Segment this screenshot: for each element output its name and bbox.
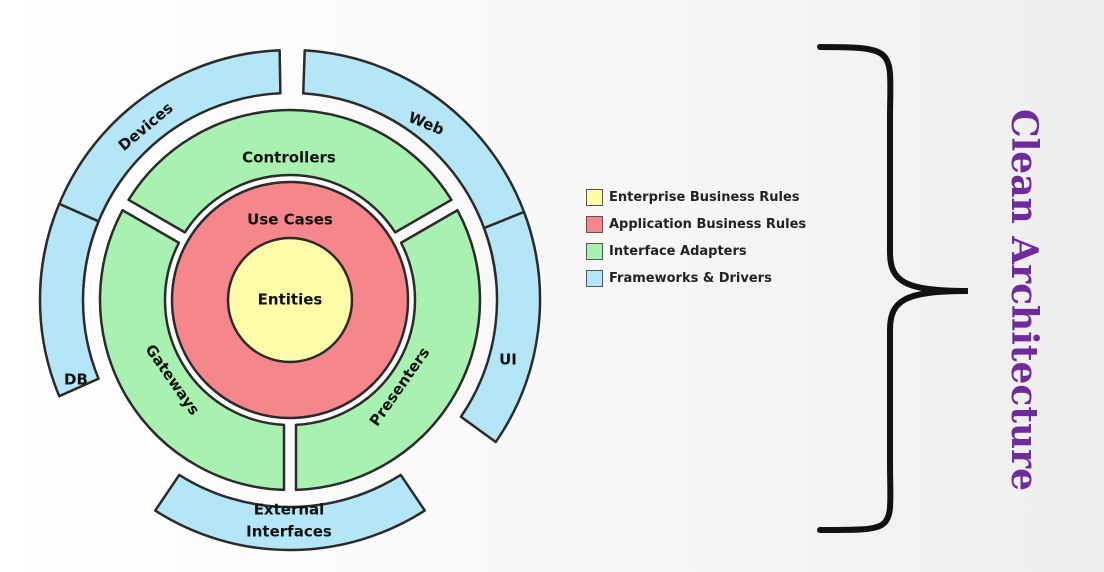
legend-swatch: [586, 243, 603, 260]
legend-swatch: [586, 270, 603, 287]
legend: Enterprise Business Rules Application Bu…: [586, 184, 806, 292]
legend-label: Application Business Rules: [609, 217, 807, 232]
interfaces-label: Interfaces: [246, 523, 332, 541]
legend-item: Enterprise Business Rules: [586, 184, 806, 211]
brace-icon: [817, 44, 969, 534]
ring-segment-ui: [459, 210, 542, 444]
ring-segment-db: [38, 202, 100, 398]
entities-core: [226, 236, 354, 364]
page-title: Clean Architecture: [1003, 108, 1045, 492]
controllers-label: Controllers: [242, 149, 336, 167]
db-label: DB: [64, 371, 88, 389]
ui-label: UI: [499, 351, 517, 369]
ring-segment-presenters: [294, 208, 482, 492]
use-cases-label: Use Cases: [247, 211, 333, 229]
legend-label: Enterprise Business Rules: [609, 190, 800, 205]
legend-label: Frameworks & Drivers: [609, 271, 772, 286]
entities-label: Entities: [258, 291, 323, 309]
ring-segment-gateways: [98, 208, 286, 492]
ring-segment-controllers: [127, 108, 453, 234]
legend-swatch: [586, 216, 603, 233]
ring-segment-external-interfaces: [153, 473, 427, 552]
legend-item: Frameworks & Drivers: [586, 265, 806, 292]
legend-item: Application Business Rules: [586, 211, 806, 238]
legend-label: Interface Adapters: [609, 244, 747, 259]
external-label: External: [254, 501, 325, 519]
legend-item: Interface Adapters: [586, 238, 806, 265]
legend-swatch: [586, 189, 603, 206]
